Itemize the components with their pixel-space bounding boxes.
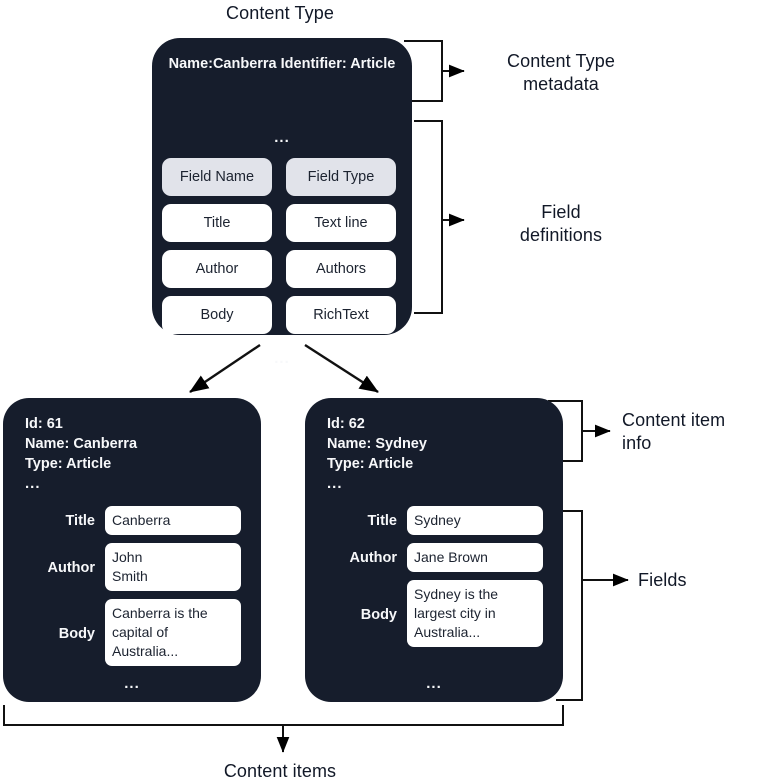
content-item-fields-ellipsis: ... xyxy=(426,675,442,692)
field-value-body[interactable]: Canberra is the capital of Australia... xyxy=(105,599,241,666)
field-definitions-header-row: Field Name Field Type xyxy=(162,158,402,196)
content-item-field-row[interactable]: Body Sydney is the largest city in Austr… xyxy=(319,580,549,647)
content-item-fields: Title Canberra Author John Smith Body Ca… xyxy=(17,506,247,674)
content-item-fields-ellipsis: ... xyxy=(124,675,140,692)
field-definition-type: Authors xyxy=(286,250,396,288)
field-label-body: Body xyxy=(58,626,95,642)
content-item-card-61[interactable]: Id: 61 Name: Canberra Type: Article ... … xyxy=(3,398,261,702)
annotation-content-items: Content items xyxy=(223,761,337,781)
bracket-content-type-metadata xyxy=(404,40,465,102)
content-item-fields: Title Sydney Author Jane Brown Body Sydn… xyxy=(319,506,549,655)
field-definition-row[interactable]: Title Text line xyxy=(162,204,402,242)
content-item-info-ellipsis: ... xyxy=(25,475,41,492)
column-header-field-type: Field Type xyxy=(286,158,396,196)
field-definition-type: RichText xyxy=(286,296,396,334)
content-item-field-row[interactable]: Author John Smith xyxy=(17,543,247,591)
annotation-fields: Fields xyxy=(638,570,687,590)
content-item-info-text: Id: 61 Name: Canberra Type: Article xyxy=(25,416,138,472)
field-definition-row[interactable]: Body RichText xyxy=(162,296,402,334)
field-definition-name: Body xyxy=(162,296,272,334)
field-label-title: Title xyxy=(65,513,95,529)
bracket-content-items xyxy=(3,705,564,753)
field-label-title: Title xyxy=(367,513,397,529)
field-definitions-ellipsis: ... xyxy=(274,350,290,367)
field-definition-name: Title xyxy=(162,204,272,242)
content-item-info-text: Id: 62 Name: Sydney Type: Article xyxy=(327,416,427,472)
field-definition-name: Author xyxy=(162,250,272,288)
content-item-card-62[interactable]: Id: 62 Name: Sydney Type: Article ... Ti… xyxy=(305,398,563,702)
content-item-field-row[interactable]: Title Sydney xyxy=(319,506,549,535)
field-value-body[interactable]: Sydney is the largest city in Australia.… xyxy=(407,580,543,647)
content-item-field-row[interactable]: Author Jane Brown xyxy=(319,543,549,572)
content-item-field-row[interactable]: Title Canberra xyxy=(17,506,247,535)
field-definitions-table: Field Name Field Type Title Text line Au… xyxy=(162,158,402,342)
content-type-metadata-text: Name:Canberra Identifier: Article xyxy=(168,56,396,72)
field-label-author: Author xyxy=(47,560,95,576)
field-value-title[interactable]: Canberra xyxy=(105,506,241,535)
annotation-field-definitions: Field definitions xyxy=(519,202,603,245)
column-header-field-name: Field Name xyxy=(162,158,272,196)
content-type-card[interactable]: Name:Canberra Identifier: Article ... Fi… xyxy=(152,38,412,367)
diagram-title: Content Type xyxy=(226,3,334,23)
field-definition-type: Text line xyxy=(286,204,396,242)
annotation-content-type-metadata: Content Type metadata xyxy=(507,51,615,94)
annotation-content-item-info: Content item info xyxy=(622,410,726,453)
field-label-body: Body xyxy=(360,607,397,623)
content-item-field-row[interactable]: Body Canberra is the capital of Australi… xyxy=(17,599,247,666)
field-value-author[interactable]: Jane Brown xyxy=(407,543,543,572)
field-label-author: Author xyxy=(349,550,397,566)
content-type-metadata-ellipsis: ... xyxy=(274,129,290,146)
field-value-title[interactable]: Sydney xyxy=(407,506,543,535)
bracket-field-definitions xyxy=(414,120,465,314)
field-value-author[interactable]: John Smith xyxy=(105,543,241,591)
content-item-info-ellipsis: ... xyxy=(327,475,343,492)
field-definition-row[interactable]: Author Authors xyxy=(162,250,402,288)
bracket-fields xyxy=(556,510,629,701)
